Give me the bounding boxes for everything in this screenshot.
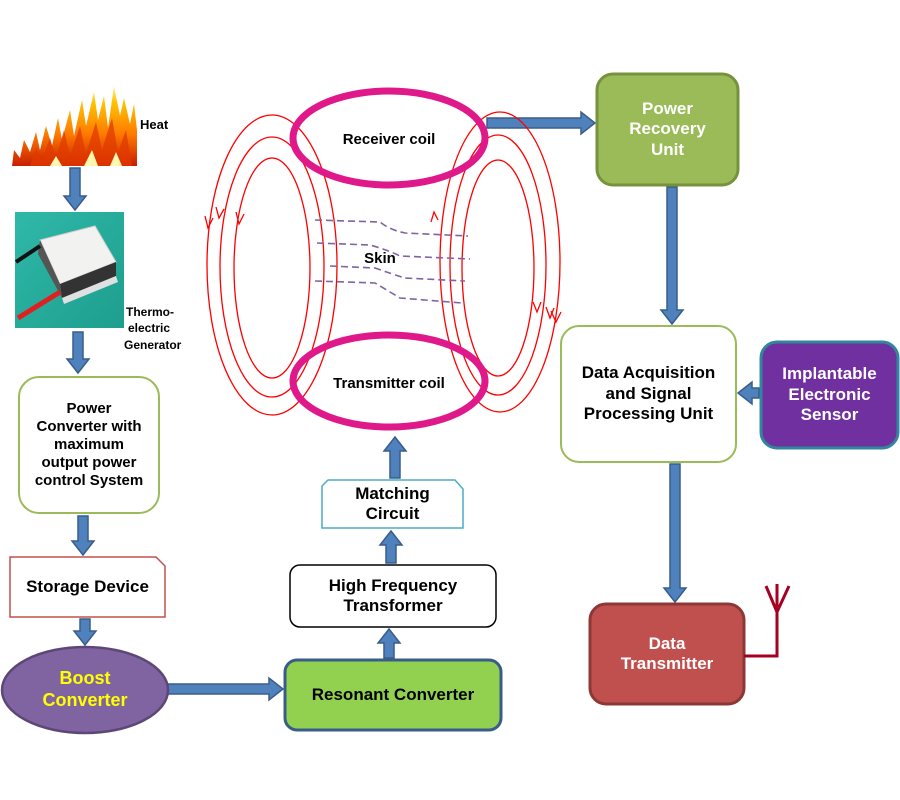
flame-icon bbox=[12, 82, 137, 166]
sensor-label: Implantable Electronic Sensor bbox=[782, 364, 877, 425]
arrow-heat-to-teg bbox=[62, 167, 88, 212]
daq-node[interactable]: Data Acquisition and Signal Processing U… bbox=[561, 326, 736, 462]
arrow-recovery-to-daq bbox=[659, 186, 685, 326]
skin-label: Skin bbox=[364, 250, 396, 267]
flow-arrows bbox=[62, 110, 760, 702]
arrow-storage-to-boost bbox=[72, 618, 98, 647]
receiver-coil-label: Receiver coil bbox=[343, 131, 436, 148]
magnetic-field-lines-left bbox=[204, 114, 338, 416]
arrow-sensor-to-daq bbox=[736, 380, 760, 406]
magnetic-field-lines-right bbox=[430, 111, 562, 413]
matching-circuit-label: Matching Circuit bbox=[355, 483, 430, 523]
power-recovery-box bbox=[595, 72, 740, 187]
antenna-icon bbox=[744, 584, 791, 658]
power-converter-label: Power Converter with maximum output powe… bbox=[34, 400, 144, 489]
data-transmitter-node[interactable]: Data Transmitter bbox=[590, 604, 744, 704]
resonant-converter-node[interactable]: Resonant Converter bbox=[285, 660, 501, 730]
storage-device-box bbox=[9, 556, 166, 618]
matching-circuit-box bbox=[321, 479, 464, 529]
arrow-teg-to-converter bbox=[65, 331, 91, 375]
arrow-resonant-to-transformer bbox=[376, 627, 402, 659]
transmitter-coil bbox=[289, 331, 489, 431]
arrow-receiver-to-recovery bbox=[486, 110, 597, 136]
storage-device-node[interactable]: Storage Device bbox=[10, 557, 165, 617]
hf-transformer-label: High Frequency Transformer bbox=[328, 575, 458, 615]
boost-converter-ellipse bbox=[0, 645, 170, 735]
arrow-daq-to-transmitter bbox=[662, 463, 688, 604]
resonant-converter-label: Resonant Converter bbox=[311, 684, 475, 704]
arrow-converter-to-storage bbox=[70, 515, 96, 557]
receiver-coil bbox=[289, 87, 489, 189]
daq-box bbox=[560, 325, 737, 463]
sensor-box bbox=[759, 340, 900, 450]
resonant-converter-box bbox=[283, 658, 503, 732]
arrow-boost-to-resonant bbox=[167, 676, 285, 702]
storage-device-label: Storage Device bbox=[26, 576, 149, 596]
sensor-node[interactable]: Implantable Electronic Sensor bbox=[761, 342, 898, 448]
data-transmitter-box bbox=[588, 602, 746, 706]
power-converter-box bbox=[18, 376, 160, 514]
teg-label: Thermo- electric Generator bbox=[124, 305, 182, 352]
daq-label: Data Acquisition and Signal Processing U… bbox=[581, 363, 716, 424]
power-recovery-label: Power Recovery Unit bbox=[629, 98, 706, 159]
transmitter-coil-label: Transmitter coil bbox=[333, 375, 445, 392]
heat-label: Heat bbox=[140, 117, 169, 132]
hf-transformer-box bbox=[289, 564, 497, 628]
matching-circuit-node[interactable]: Matching Circuit bbox=[322, 480, 463, 528]
boost-converter-label: Boost Converter bbox=[42, 668, 128, 710]
boost-converter-node[interactable]: Boost Converter bbox=[2, 647, 168, 733]
hf-transformer-node[interactable]: High Frequency Transformer bbox=[290, 565, 496, 627]
arrow-transformer-to-matching bbox=[378, 529, 404, 564]
thermoelectric-module-icon bbox=[14, 212, 124, 328]
power-converter-node[interactable]: Power Converter with maximum output powe… bbox=[19, 377, 159, 513]
skin-layer-lines bbox=[314, 219, 471, 304]
data-transmitter-label: Data Transmitter bbox=[620, 633, 714, 673]
power-recovery-node[interactable]: Power Recovery Unit bbox=[597, 74, 738, 185]
arrow-matching-to-coil bbox=[382, 435, 408, 479]
